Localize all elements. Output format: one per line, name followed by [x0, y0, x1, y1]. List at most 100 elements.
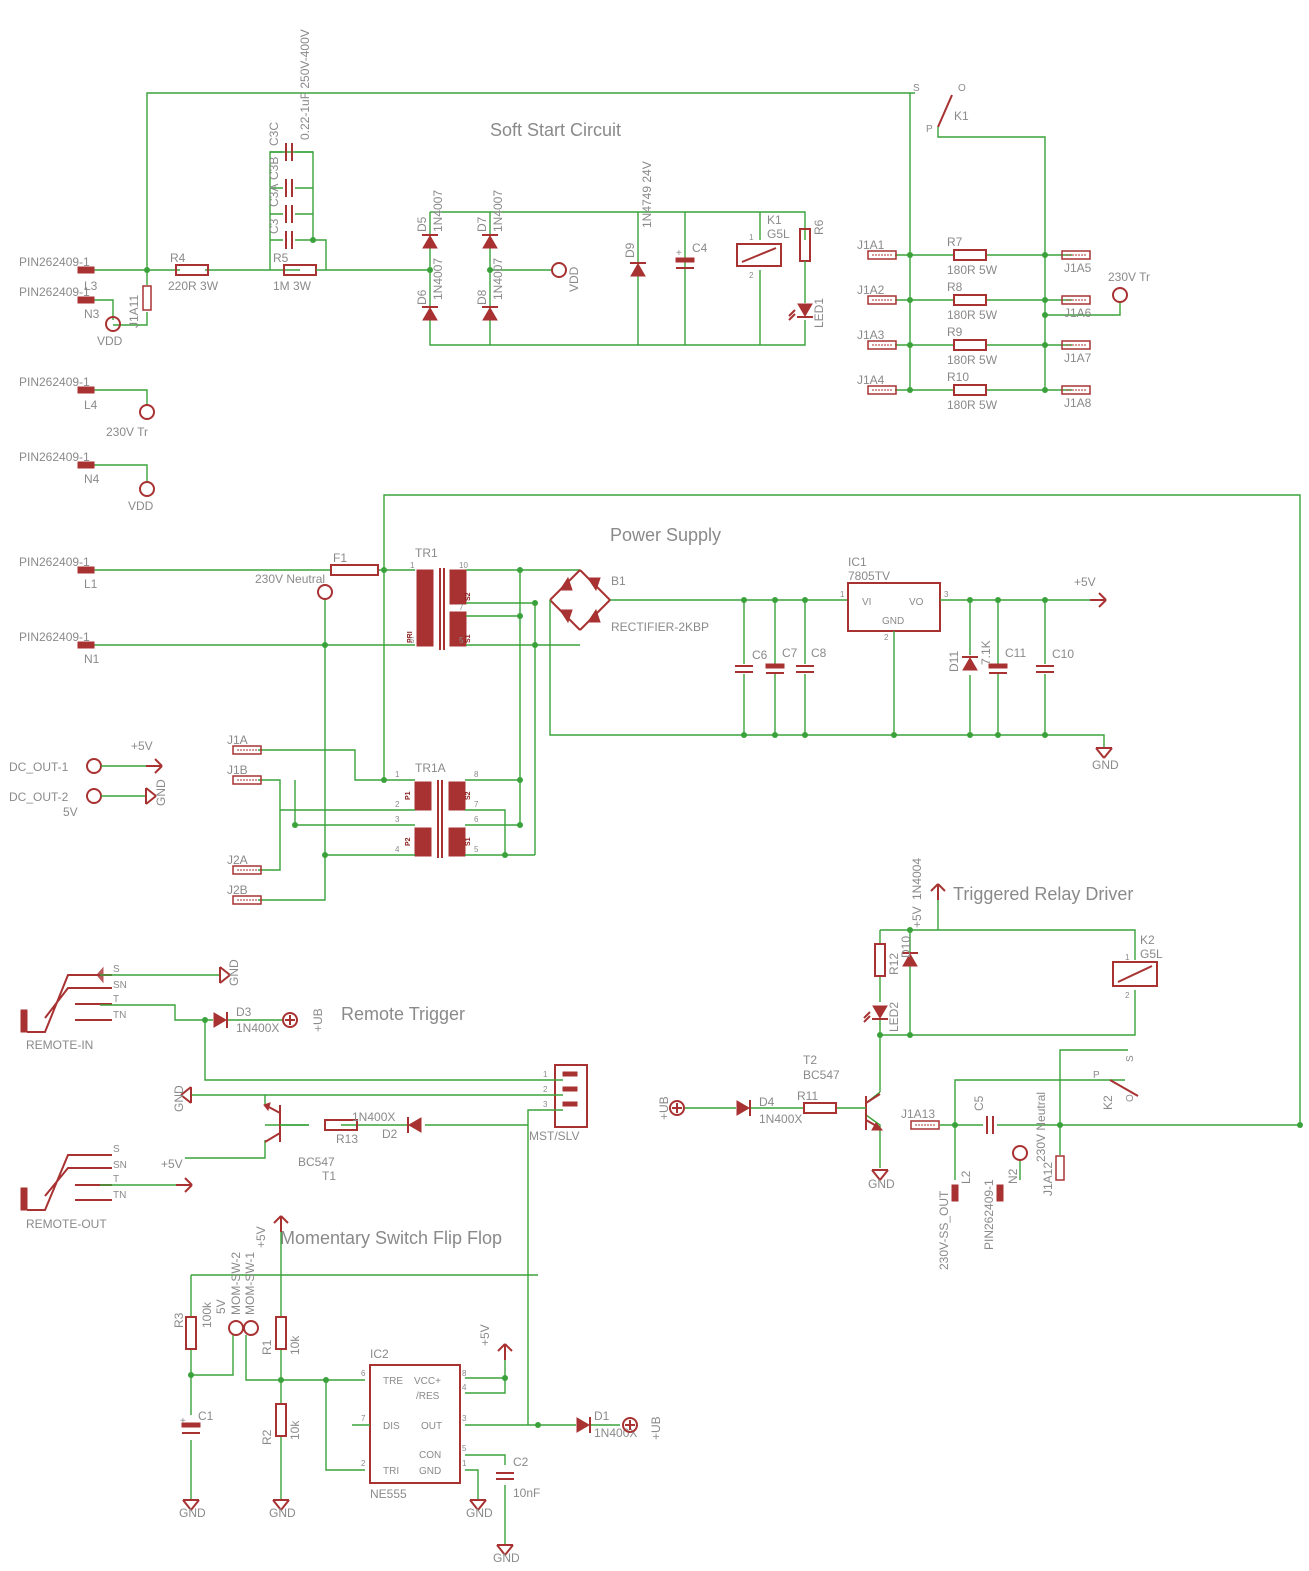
gnd-label-c1: GND — [179, 1506, 206, 1520]
ic1-value: 7805TV — [848, 569, 890, 583]
svg-text:10: 10 — [459, 561, 468, 570]
r12-label: R12 — [887, 953, 901, 975]
resistor-r12 — [874, 943, 886, 977]
diode-d5 — [421, 234, 439, 249]
led-led2 — [863, 1005, 888, 1023]
title-power-supply: Power Supply — [610, 525, 721, 545]
j2a-label: J2A — [227, 853, 248, 867]
5v-label-dc: 5V — [63, 805, 78, 819]
ic2-pin-out: OUT — [421, 1421, 442, 1432]
ic2-pin-dis: DIS — [383, 1421, 400, 1432]
svg-text:2: 2 — [749, 271, 754, 280]
net-label-l1: L1 — [84, 577, 98, 591]
pin-label-n4: PIN262409-1 — [19, 450, 90, 464]
resistor-r10 — [953, 384, 987, 396]
bridge-rectifier-b1 — [549, 569, 611, 631]
k1-switch-contact — [937, 94, 953, 128]
ic1-pin-gnd: GND — [882, 616, 904, 627]
j1a4-label: J1A4 — [857, 373, 885, 387]
230v-tr-terminal — [1112, 287, 1128, 303]
svg-text:5: 5 — [410, 636, 415, 645]
connector-j1a7 — [1061, 340, 1091, 350]
jack-remote-in — [20, 966, 112, 1033]
svg-text:3: 3 — [462, 1414, 467, 1423]
power-supply-section: Power Supply PIN262409-1 L1 PIN262409-1 … — [9, 494, 1301, 1125]
r13-label: R13 — [336, 1132, 358, 1146]
k1-contact-o: O — [958, 83, 966, 94]
capacitor-c5 — [986, 1115, 994, 1135]
svg-text:4: 4 — [395, 845, 400, 854]
led2-label: LED2 — [887, 1002, 901, 1032]
connector-j1a8 — [1061, 385, 1091, 395]
d6-label: D6 — [415, 289, 429, 305]
pin-label-l1: PIN262409-1 — [19, 555, 90, 569]
plus5v-label-remote: +5V — [161, 1157, 183, 1171]
connector-j1a13 — [910, 1120, 940, 1130]
relay-driver-section: Triggered Relay Driver +5V R12 D10 1N400… — [657, 858, 1303, 1270]
c5-label: C5 — [972, 1095, 986, 1111]
d11-value: 7.1K — [979, 640, 993, 665]
in-jack-sn: SN — [113, 980, 127, 991]
plus-ub-terminal-3 — [622, 1417, 638, 1433]
230v-neutral-label: 230V Neutral — [255, 572, 325, 586]
resistor-r8 — [953, 294, 987, 306]
f1-label: F1 — [333, 551, 347, 565]
r5-label: R5 — [273, 251, 289, 265]
connector-j1a12 — [1055, 1155, 1065, 1181]
vdd-label: VDD — [97, 334, 123, 348]
net-label-l4: L4 — [84, 398, 98, 412]
net-label-l2: L2 — [959, 1170, 973, 1184]
tr1a-label: TR1A — [415, 761, 446, 775]
connector-j1a6 — [1061, 295, 1091, 305]
c3-label: C3 — [267, 218, 281, 234]
c8-label: C8 — [811, 646, 827, 660]
c7-label: C7 — [782, 646, 798, 660]
net-label-n3: N3 — [84, 307, 100, 321]
svg-text:5: 5 — [459, 636, 464, 645]
k1-contact-s: S — [913, 83, 920, 94]
led1-label: LED1 — [812, 298, 826, 328]
dc-out-1-terminal — [86, 758, 102, 774]
diode-d4 — [736, 1099, 751, 1117]
c4-plus: + — [676, 248, 682, 259]
d3-label: D3 — [236, 1005, 252, 1019]
flip-flop-section: Momentary Switch Flip Flop +5V R3 100k 5… — [172, 1215, 663, 1565]
j1a6-label: J1A6 — [1064, 306, 1092, 320]
j1a-label: J1A — [227, 733, 248, 747]
d1-label: D1 — [594, 1409, 610, 1423]
plus-ub-terminal-2 — [282, 1012, 298, 1028]
d10-value: 1N4004 — [910, 858, 924, 900]
d11-label: D11 — [947, 651, 961, 672]
svg-text:5: 5 — [462, 1444, 467, 1453]
resistor-r11 — [803, 1102, 837, 1114]
dc-out-2-label: DC_OUT-2 — [9, 790, 69, 804]
ic1-label: IC1 — [848, 555, 867, 569]
ic2-pin-con: CON — [419, 1450, 441, 1461]
d10-label: D10 — [899, 936, 913, 958]
j1a5-label: J1A5 — [1064, 261, 1092, 275]
resistor-r2 — [275, 1403, 287, 1437]
zener-d9 — [629, 262, 647, 277]
vdd-terminal-3 — [139, 481, 155, 497]
r8-label: R8 — [947, 280, 963, 294]
dc-out-2-terminal — [86, 788, 102, 804]
connector-j1a2 — [867, 295, 897, 305]
title-flip-flop: Momentary Switch Flip Flop — [280, 1228, 502, 1248]
fuse-f1 — [330, 564, 379, 576]
b1-value: RECTIFIER-2KBP — [611, 620, 709, 634]
j1a11-label: J1A11 — [127, 295, 141, 328]
capacitor-c11 — [988, 663, 1008, 674]
ss-out-label: 230V-SS_OUT — [937, 1190, 951, 1270]
svg-text:6: 6 — [474, 815, 479, 824]
capacitor-c3a — [285, 204, 293, 224]
connector-j2b — [232, 895, 262, 905]
r11-label: R11 — [797, 1089, 818, 1103]
gnd-label-r2: GND — [269, 1506, 296, 1520]
relay-k1-coil — [736, 243, 782, 267]
plus5v-label-ic2: +5V — [478, 1324, 492, 1346]
transistor-t1 — [263, 1102, 281, 1143]
c4-label: C4 — [692, 241, 708, 255]
c2-label: C2 — [513, 1455, 529, 1469]
transformer-tr1: PRI S2 S1 — [407, 568, 472, 650]
